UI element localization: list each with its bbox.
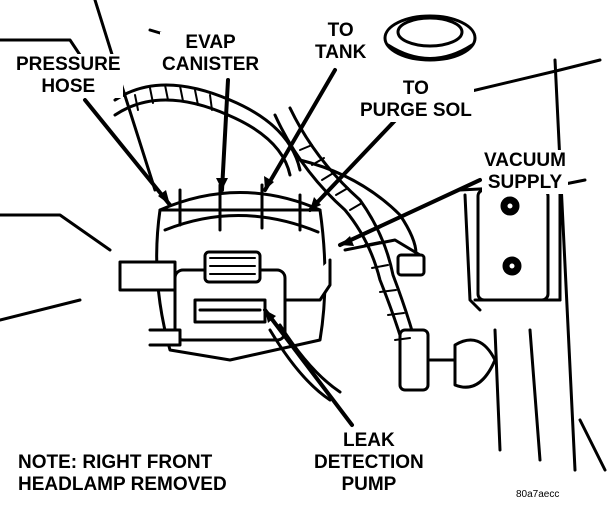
label-leak-detection-pump-line2: DETECTION — [314, 452, 424, 473]
vacuum-supply-leader — [338, 178, 482, 247]
label-pressure-hose: PRESSURE HOSE — [14, 54, 123, 98]
label-to-tank-line1: TO — [327, 20, 354, 41]
label-evap-canister-line1: EVAP — [185, 32, 236, 53]
label-vacuum-supply-line1: VACUUM — [484, 150, 566, 171]
note-line2: HEADLAMP REMOVED — [18, 474, 227, 495]
note-text: NOTE: RIGHT FRONT HEADLAMP REMOVED — [18, 452, 227, 496]
label-to-purge-sol-line2: PURGE SOL — [360, 100, 472, 121]
label-vacuum-supply: VACUUM SUPPLY — [482, 150, 568, 194]
label-to-purge-sol: TO PURGE SOL — [358, 78, 474, 122]
label-to-purge-sol-line1: TO — [402, 78, 429, 99]
label-leak-detection-pump-line3: PUMP — [341, 474, 397, 495]
to-purge-sol-leader — [308, 108, 407, 212]
evap-canister-leader — [220, 78, 230, 192]
label-pressure-hose-line2: HOSE — [41, 76, 96, 97]
pressure-hose-leader — [83, 98, 172, 207]
hose-ribbing — [134, 84, 411, 341]
label-leak-detection-pump: LEAK DETECTION PUMP — [312, 430, 426, 496]
label-pressure-hose-line1: PRESSURE — [16, 54, 121, 75]
label-vacuum-supply-line2: SUPPLY — [487, 172, 563, 193]
leader-lines — [83, 68, 482, 427]
label-to-tank-line2: TANK — [315, 42, 367, 63]
label-to-tank: TO TANK — [313, 20, 369, 64]
figure-id: 80a7aecc — [516, 489, 560, 500]
leak-detection-pump — [118, 250, 332, 347]
label-evap-canister-line2: CANISTER — [162, 54, 260, 75]
label-leak-detection-pump-line1: LEAK — [343, 430, 395, 451]
leak-detection-pump-leader — [263, 308, 354, 427]
filler-cap — [383, 14, 477, 62]
vacuum-connector — [396, 253, 497, 392]
to-tank-leader — [263, 68, 337, 192]
label-evap-canister: EVAP CANISTER — [160, 32, 262, 76]
lower-hose — [268, 323, 342, 402]
note-line1: NOTE: RIGHT FRONT — [18, 452, 213, 473]
arrowheads — [158, 176, 354, 323]
mounting-bracket — [476, 188, 550, 302]
